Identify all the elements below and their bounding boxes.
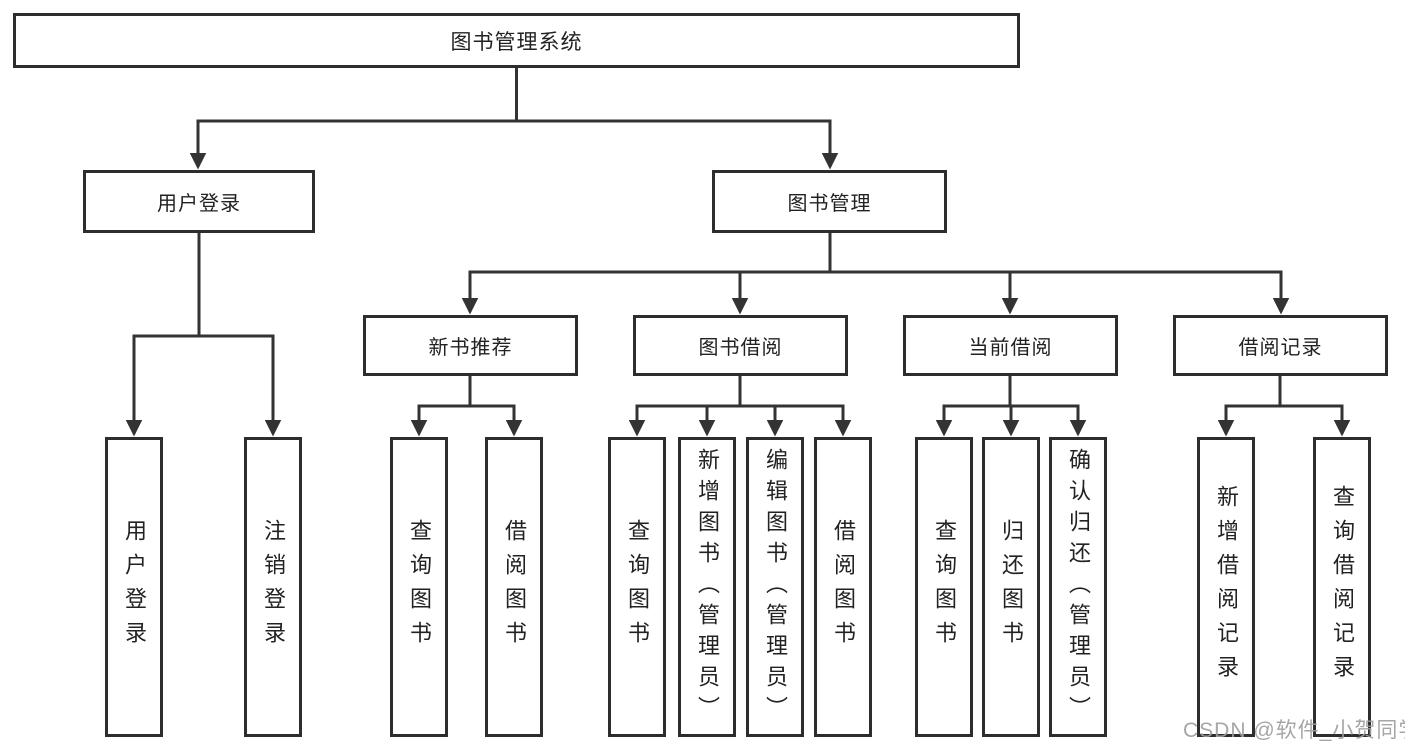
leaf-return-books: 归还图书: [982, 437, 1040, 737]
node-book-borrowing: 图书借阅: [633, 315, 848, 376]
leaf-add-borrow-record: 新增借阅记录: [1197, 437, 1255, 737]
leaf-add-books-admin: 新增图书（管理员）: [678, 437, 736, 737]
leaf-borrow-books: 借阅图书: [485, 437, 543, 737]
node-label: 图书借阅: [698, 337, 783, 359]
node-label: 用户登录: [122, 519, 147, 655]
node-label: 新书推荐: [428, 337, 513, 359]
node-label: 借阅记录: [1238, 337, 1323, 359]
node-label: 当前借阅: [968, 337, 1053, 359]
leaf-user-login: 用户登录: [105, 437, 163, 737]
node-label: 用户登录: [157, 193, 241, 215]
leaf-edit-books-admin: 编辑图书（管理员）: [746, 437, 804, 737]
leaf-confirm-return-admin: 确认归还（管理员）: [1049, 437, 1107, 737]
leaf-query-books: 查询图书: [390, 437, 448, 737]
node-book-management: 图书管理: [712, 170, 947, 233]
node-label: 图书管理系统: [450, 30, 583, 54]
node-current-borrowing: 当前借阅: [903, 315, 1118, 376]
node-user-login: 用户登录: [83, 170, 315, 233]
node-borrowing-records: 借阅记录: [1173, 315, 1388, 376]
node-label: 查询图书: [932, 519, 957, 655]
node-label: 查询图书: [407, 519, 432, 655]
leaf-query-books: 查询图书: [608, 437, 666, 737]
node-label: 借阅图书: [831, 519, 856, 655]
leaf-borrow-books: 借阅图书: [814, 437, 872, 737]
node-label: 查询借阅记录: [1330, 485, 1355, 689]
node-label: 确认归还（管理员）: [1066, 447, 1091, 727]
leaf-logout: 注销登录: [244, 437, 302, 737]
node-new-book-recommendation: 新书推荐: [363, 315, 578, 376]
node-label: 图书管理: [787, 193, 872, 215]
leaf-query-books: 查询图书: [915, 437, 973, 737]
node-label: 新增图书（管理员）: [695, 447, 720, 727]
node-label: 归还图书: [999, 519, 1024, 655]
node-label: 编辑图书（管理员）: [763, 447, 788, 727]
leaf-query-borrow-record: 查询借阅记录: [1313, 437, 1371, 737]
node-label: 借阅图书: [502, 519, 527, 655]
node-label: 新增借阅记录: [1214, 485, 1239, 689]
node-library-management-system: 图书管理系统: [13, 13, 1020, 68]
csdn-watermark: CSDN @软件_小贺同学: [1183, 719, 1405, 742]
node-label: 注销登录: [261, 519, 286, 655]
node-label: 查询图书: [625, 519, 650, 655]
